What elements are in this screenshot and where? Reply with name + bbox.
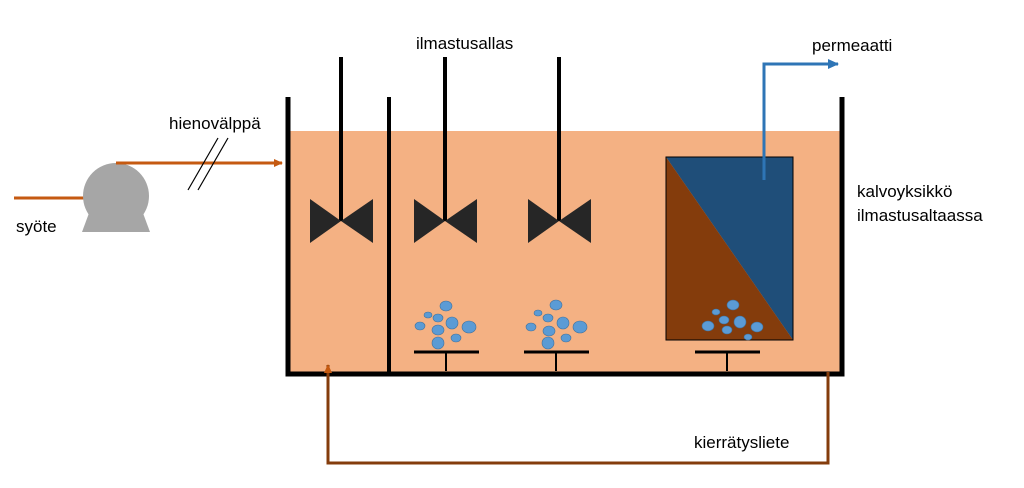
tank-wall: [285, 97, 845, 377]
membrane-unit-label-line2: ilmastusaltaassa: [857, 206, 983, 225]
mixer-icon: [528, 57, 591, 243]
air-bubbles: [414, 299, 764, 350]
membrane-unit-label-line1: kalvoyksikkö: [857, 182, 953, 201]
return-sludge-line: [324, 364, 830, 465]
permeate-label: permeaatti: [812, 36, 893, 55]
return-sludge-label: kierrätysliete: [694, 433, 790, 452]
fine-screen-label: hienovälppä: [169, 114, 261, 133]
feed-label: syöte: [16, 217, 57, 236]
permeate-line: [762, 59, 839, 180]
diffuser-icon: [524, 350, 589, 371]
membrane-module-icon: [665, 156, 794, 341]
diffuser-icon: [695, 350, 760, 371]
mixer-icon: [310, 57, 373, 243]
fine-screen-break-icon: [187, 137, 229, 191]
pump-icon: [82, 163, 150, 232]
aeration-tank-label: ilmastusallas: [416, 34, 514, 53]
mixer-icon: [414, 57, 477, 243]
diffuser-icon: [414, 350, 479, 371]
